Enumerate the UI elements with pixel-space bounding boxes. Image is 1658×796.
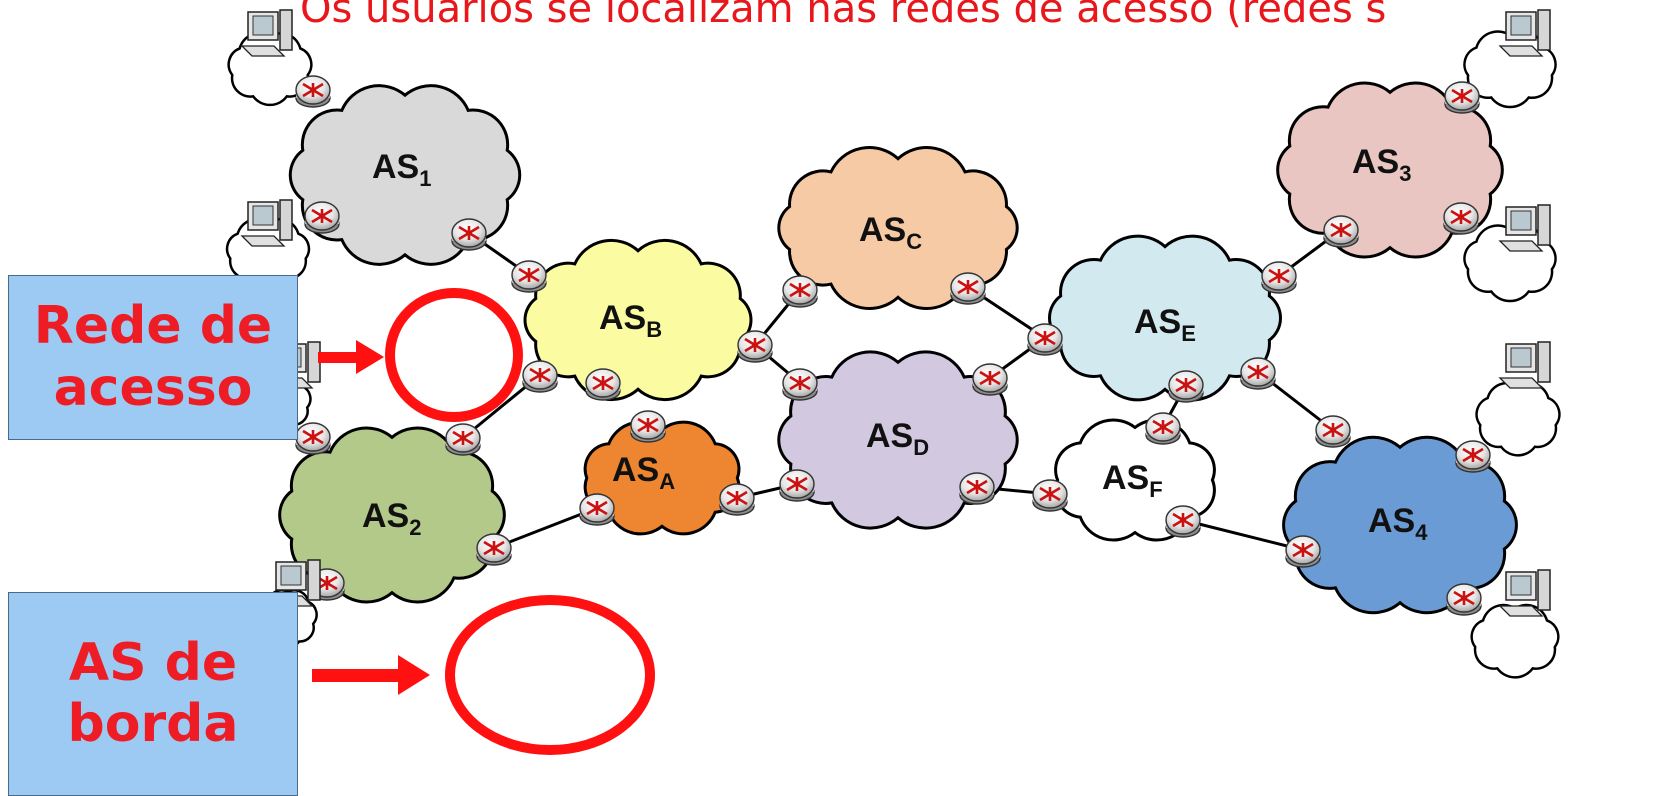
callout-text: borda	[67, 694, 239, 754]
highlight-circle-icon	[385, 288, 523, 422]
router-icon	[476, 533, 512, 566]
cloud-icon-asC	[777, 146, 1019, 310]
as-label-as3: AS3	[1352, 143, 1411, 186]
access-cloud-icon	[1475, 381, 1561, 457]
callout-text: AS de	[68, 632, 238, 693]
router-icon	[779, 469, 815, 502]
callout-text: acesso	[53, 357, 253, 418]
router-icon	[959, 472, 995, 505]
access-cloud-icon	[1470, 603, 1560, 679]
router-icon	[1032, 479, 1068, 512]
router-icon	[737, 330, 773, 363]
router-icon	[579, 493, 615, 526]
computer-icon	[1498, 9, 1551, 57]
as-label-asE: ASE	[1134, 303, 1196, 346]
router-icon	[1165, 505, 1201, 538]
router-icon	[630, 410, 666, 443]
headline-text: Os usuários se localizam nas redes de ac…	[300, 0, 1386, 32]
as-label-asF: ASF	[1102, 459, 1163, 502]
computer-icon	[1498, 341, 1551, 389]
as-label-asC: ASC	[859, 211, 922, 254]
cloud-icon-as2	[278, 426, 506, 604]
router-icon	[304, 201, 340, 234]
router-icon	[445, 423, 481, 456]
router-layer	[295, 75, 1491, 616]
router-icon	[950, 272, 986, 305]
router-icon	[782, 368, 818, 401]
as-label-asA: ASA	[612, 451, 675, 494]
router-icon	[1168, 370, 1204, 403]
router-icon	[1240, 357, 1276, 390]
router-icon	[1323, 215, 1359, 248]
router-icon	[295, 75, 331, 108]
computer-icon	[240, 199, 293, 247]
callout-text: Rede de	[33, 296, 273, 357]
router-icon	[1446, 583, 1482, 616]
cloud-icon-as4	[1282, 435, 1518, 615]
cloud-icon-asA	[583, 420, 741, 536]
router-icon	[1443, 202, 1479, 235]
as-cloud-layer	[278, 81, 1518, 615]
router-icon	[295, 422, 331, 455]
as-de-borda-callout: AS de borda	[8, 592, 298, 796]
router-icon	[972, 363, 1008, 396]
router-icon	[522, 360, 558, 393]
computer-icon	[1498, 569, 1551, 617]
as-label-asD: ASD	[866, 417, 929, 460]
router-icon	[1145, 412, 1181, 445]
router-icon	[782, 275, 818, 308]
router-icon	[1455, 440, 1491, 473]
router-icon	[451, 218, 487, 251]
router-icon	[585, 368, 621, 401]
router-icon	[1444, 81, 1480, 114]
router-icon	[511, 260, 547, 293]
arrow-right-icon	[312, 655, 430, 695]
as-label-as2: AS2	[362, 497, 421, 540]
arrow-right-icon	[318, 340, 384, 374]
router-icon	[1261, 261, 1297, 294]
router-icon	[1027, 323, 1063, 356]
router-icon	[719, 483, 755, 516]
highlight-circle-icon	[445, 595, 655, 755]
as-label-as4: AS4	[1368, 502, 1428, 545]
as-label-as1: AS1	[372, 148, 431, 191]
computer-icon	[1498, 204, 1551, 252]
router-icon	[1315, 415, 1351, 448]
link-line	[1182, 518, 1304, 552]
router-icon	[1285, 535, 1321, 568]
computer-icon	[240, 9, 293, 57]
rede-de-acesso-callout: Rede de acesso	[8, 275, 298, 440]
as-label-asB: ASB	[599, 299, 662, 342]
